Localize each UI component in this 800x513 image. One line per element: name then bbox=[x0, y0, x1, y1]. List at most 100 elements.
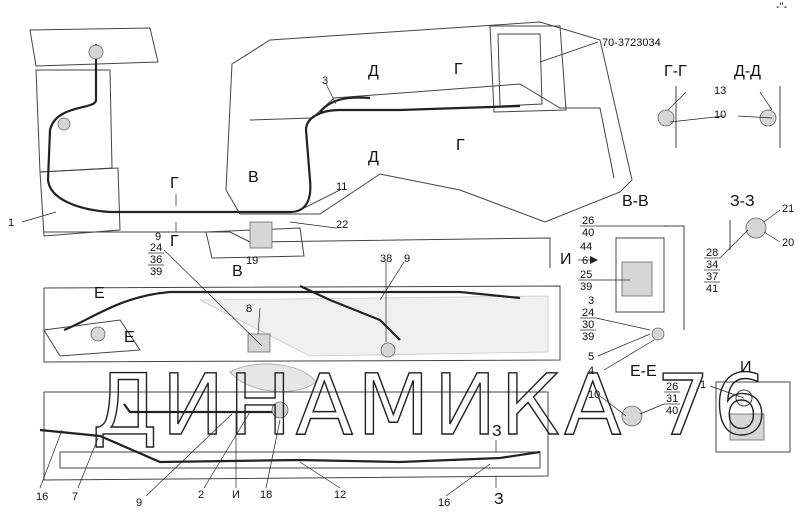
stack-item: 39 bbox=[582, 331, 594, 343]
section-title-i: И bbox=[740, 359, 752, 376]
item-16a: 16 bbox=[36, 491, 48, 503]
item-9b: 9 bbox=[404, 253, 410, 265]
item-3: 3 bbox=[322, 75, 328, 87]
frame-lower bbox=[43, 391, 549, 481]
mark-v-top: В bbox=[248, 169, 259, 186]
item-10a: 10 bbox=[714, 109, 726, 121]
stack-item: 24 bbox=[150, 242, 162, 254]
item-3b: 3 bbox=[588, 295, 594, 307]
section-title-g: Г-Г bbox=[664, 63, 687, 80]
hose-top-branch bbox=[319, 96, 371, 113]
item-22: 22 bbox=[336, 219, 348, 231]
stack-25-39: 25 39 bbox=[578, 269, 630, 293]
mark-e-bot: Е bbox=[124, 329, 135, 346]
stack-item: 30 bbox=[582, 319, 594, 331]
item-10b: 10 bbox=[588, 389, 600, 401]
hose-mid-lower bbox=[123, 403, 280, 414]
frame-shade bbox=[199, 295, 549, 357]
item-21: 21 bbox=[782, 203, 794, 215]
stack-item: 24 bbox=[582, 307, 594, 319]
stack-26-40: 26 40 bbox=[580, 215, 668, 239]
section-title-d: Д-Д bbox=[734, 63, 761, 80]
item-9a: 9 bbox=[155, 231, 161, 243]
item-13: 13 bbox=[714, 85, 726, 97]
stack-24-36-39: 24 36 39 bbox=[148, 242, 164, 278]
stack-item: 40 bbox=[582, 227, 594, 239]
bracket-left bbox=[43, 319, 141, 357]
stack-item: 39 bbox=[150, 266, 162, 278]
watermark: ДИНАМИКА 76 bbox=[92, 356, 771, 454]
mark-d-mid: Д bbox=[368, 149, 379, 166]
fitting-18 bbox=[271, 401, 289, 419]
stack-item: 39 bbox=[580, 281, 592, 293]
item-9c: 9 bbox=[136, 497, 142, 509]
hood-inner bbox=[249, 83, 615, 179]
ee-clamp bbox=[621, 405, 643, 427]
vv-block bbox=[621, 261, 653, 297]
section-title-v: В-В bbox=[622, 193, 649, 210]
item-6: 6 bbox=[582, 255, 588, 267]
stack-item: 28 bbox=[706, 247, 718, 259]
mark-z-top: З bbox=[492, 423, 502, 440]
item-1b: 1 bbox=[700, 379, 706, 391]
frame-upper bbox=[44, 231, 551, 268]
hose-main-upper bbox=[46, 44, 521, 214]
item-16b: 16 bbox=[438, 497, 450, 509]
stack-item: 34 bbox=[706, 259, 718, 271]
item-11: 11 bbox=[336, 181, 347, 193]
stack-26-31-40: 26 31 40 bbox=[639, 381, 680, 417]
mark-z-bot: З bbox=[494, 491, 504, 508]
item-8: 8 bbox=[246, 303, 252, 315]
section-arrows bbox=[175, 194, 598, 488]
mark-g-left-bot: Г bbox=[170, 233, 179, 250]
wheel-well bbox=[229, 363, 317, 392]
cab-side bbox=[35, 69, 113, 173]
valve-19 bbox=[249, 221, 273, 249]
item-7: 7 bbox=[72, 491, 78, 503]
mark-d-top: Д bbox=[368, 63, 379, 80]
item-1: 1 bbox=[8, 217, 14, 229]
mark-e-top: Е bbox=[94, 285, 105, 302]
stack-item: 25 bbox=[580, 269, 592, 281]
item-12: 12 bbox=[334, 489, 346, 501]
item-19: 19 bbox=[246, 255, 258, 267]
tank-box bbox=[489, 25, 567, 113]
stack-item: 40 bbox=[666, 405, 678, 417]
fitting-top bbox=[88, 44, 104, 60]
vv-wall bbox=[664, 225, 685, 330]
item-4: 4 bbox=[588, 365, 594, 377]
item-18: 18 bbox=[260, 489, 272, 501]
mark-i-bottom: И bbox=[232, 489, 240, 501]
stack-24-30-39: 24 30 39 bbox=[580, 307, 651, 343]
i-block bbox=[729, 413, 765, 441]
tank-inner bbox=[497, 33, 543, 107]
frame-bottom-rail bbox=[59, 451, 541, 469]
hose-lower bbox=[39, 428, 541, 464]
stack-item: 41 bbox=[706, 283, 718, 295]
gg-clamp bbox=[657, 109, 675, 127]
hood-outline bbox=[225, 21, 633, 223]
cab-lower bbox=[39, 167, 121, 237]
drawing-number: 70-3723034 bbox=[602, 37, 661, 49]
zz-clamp bbox=[745, 217, 767, 239]
item-2: 2 bbox=[198, 489, 204, 501]
stack-item: 36 bbox=[150, 254, 162, 266]
cab-outline bbox=[29, 27, 159, 67]
frame-mid bbox=[43, 285, 561, 363]
fitting-38 bbox=[380, 342, 396, 358]
stack-item: 31 bbox=[666, 393, 678, 405]
vv-clamp bbox=[651, 327, 665, 341]
mark-i-arrow: И bbox=[560, 251, 572, 268]
mark-g-left-top: Г bbox=[170, 175, 179, 192]
mark-g-right: Г bbox=[456, 137, 465, 154]
section-title-z: З-З bbox=[730, 193, 755, 210]
item-44: 44 bbox=[580, 241, 592, 253]
mark-g-top: Г bbox=[454, 61, 463, 78]
stack-28-34-37-41: 28 34 37 41 bbox=[704, 229, 749, 295]
i-fitting bbox=[735, 389, 753, 407]
stack-item: 26 bbox=[666, 381, 678, 393]
item-38: 38 bbox=[380, 253, 392, 265]
corner-mark: -"- bbox=[776, 1, 788, 13]
